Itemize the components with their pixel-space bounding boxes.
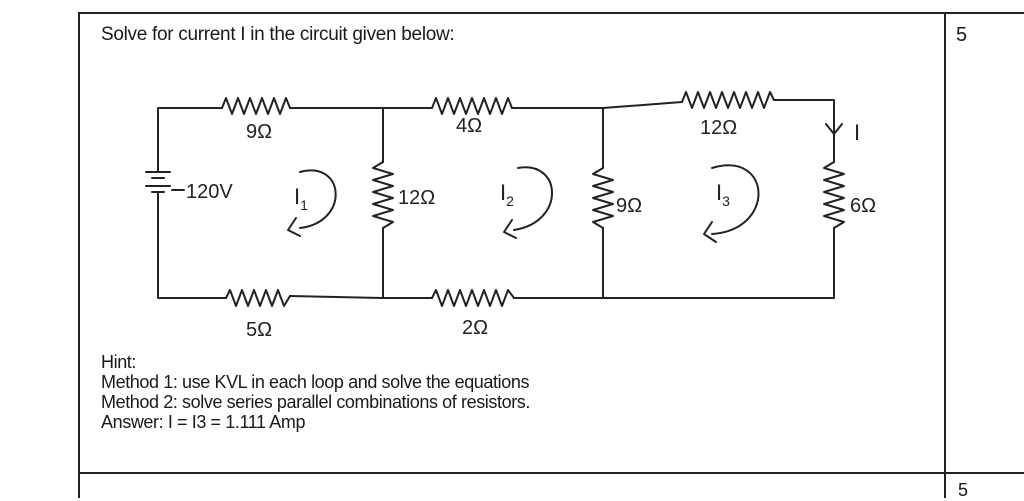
resistor-mid2-label: 9Ω [616,195,642,217]
battery-symbol [145,159,185,205]
loop2-label: I2 [500,180,514,209]
resistor-right-label: 6Ω [850,195,876,217]
table-marks-divider [944,12,946,498]
loop2-arrowhead-icon [503,219,517,239]
current-arrow-icon [825,123,843,135]
left-wire-bottom [157,203,227,299]
resistor-bottom1-label: 5Ω [246,319,272,341]
hint-answer: Answer: I = I3 = 1.111 Amp [101,412,306,432]
hint-method2: Method 2: solve series parallel combinat… [101,392,531,412]
battery-label: 120V [186,181,233,203]
loop1-arrow-icon [299,169,337,229]
loop2-arrow-icon [513,166,553,231]
hint-block: Hint: Method 1: use KVL in each loop and… [101,352,530,432]
resistor-mid1-label: 12Ω [398,187,435,209]
bottom-wire-1 [289,295,384,299]
current-label: I [854,120,860,145]
hint-title: Hint: [101,352,137,372]
hint-method1: Method 1: use KVL in each loop and solve… [101,372,530,392]
loop1-label: I1 [294,184,308,213]
next-question-marks: 5 [958,480,969,500]
resistor-bottom2 [431,289,515,307]
table-row-divider [78,472,1024,474]
resistor-top1 [221,97,291,115]
resistor-top2 [431,97,513,115]
loop1-arrowhead-icon [287,217,301,237]
top-wire-3 [511,101,683,109]
resistor-top2-label: 4Ω [456,115,482,137]
resistor-top3 [681,91,775,109]
table-left-border [78,12,80,498]
resistor-bottom1 [225,289,291,307]
resistor-top3-label: 12Ω [700,117,737,139]
question-text: Solve for current I in the circuit given… [101,24,455,45]
resistor-right [823,161,845,229]
resistor-mid1 [372,161,394,229]
top-wire-4 [773,99,835,163]
resistor-top1-label: 9Ω [246,121,272,143]
table-top-border [78,12,1024,14]
left-wire-top [157,107,223,161]
loop3-label: I3 [716,180,730,209]
question-marks: 5 [956,24,968,46]
loop3-arrow-icon [711,164,760,235]
resistor-bottom2-label: 2Ω [462,317,488,339]
loop3-arrowhead-icon [703,221,717,243]
resistor-mid2 [592,167,614,229]
